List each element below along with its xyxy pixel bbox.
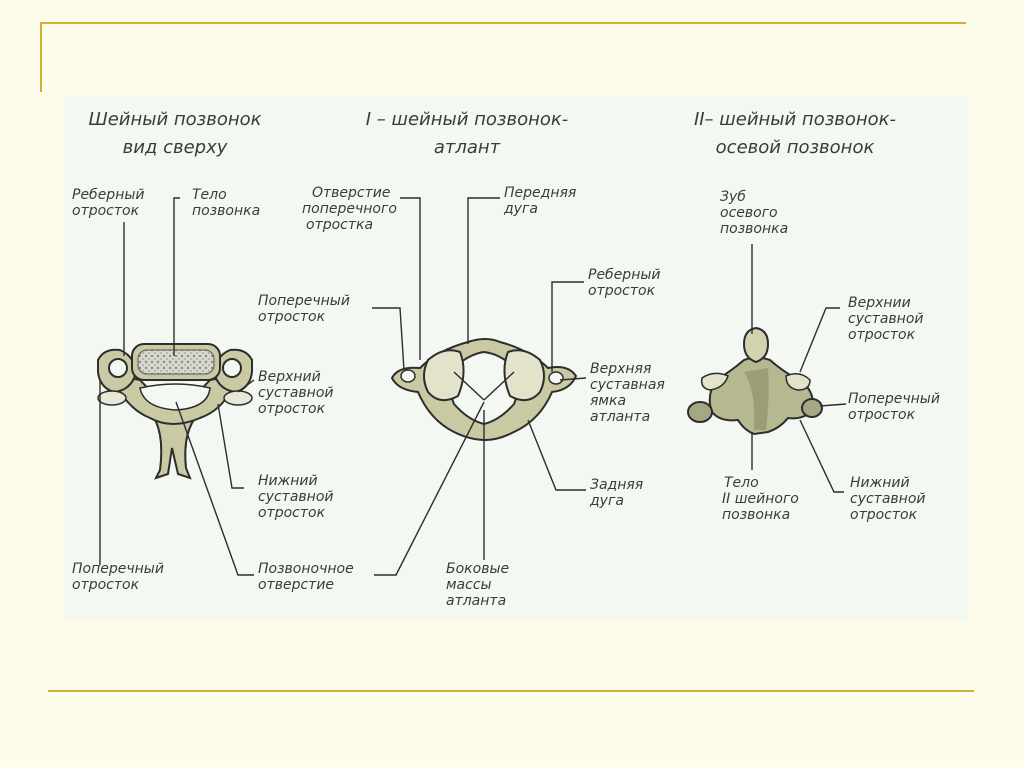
label-v1-costal-line2: отросток: [72, 203, 140, 219]
label-v2-ant-line2: дуга: [504, 201, 538, 217]
title-axis-line1: II– шейный позвонок-: [693, 109, 897, 130]
label-v1-sup-line3: отросток: [258, 401, 326, 417]
label-v2-tf-line1: Отверстие: [312, 185, 391, 201]
label-v2-tf-line3: отростка: [306, 217, 374, 233]
leader-lines-v3: [751, 244, 847, 493]
label-v3-body-line1: Тело: [724, 475, 759, 491]
label-v1-sup-line2: суставной: [258, 385, 334, 401]
label-v3-inf-line2: суставной: [850, 491, 926, 507]
label-v2-fossa-line2: суставная: [590, 377, 665, 393]
label-v2-fossa-line3: ямка: [590, 393, 627, 409]
label-v1-inf-line1: Нижний: [258, 473, 318, 489]
label-v3-body-line2: II шейного: [722, 491, 799, 507]
label-v3-sup-line3: отросток: [848, 327, 916, 343]
slide-rule-top: [40, 22, 966, 24]
label-v3-trans-line2: отросток: [848, 407, 916, 423]
title-atlas-line2: атлант: [433, 137, 501, 158]
title-cervical-top-line2: вид сверху: [122, 137, 228, 158]
label-v1-body-line2: позвонка: [192, 203, 261, 219]
label-v2-post-line2: дуга: [590, 493, 624, 509]
atlas-vertebra: [390, 338, 578, 442]
slide-rule-bottom: [48, 690, 974, 692]
label-v2-lat-line1: Боковые: [446, 561, 510, 577]
label-v1-foramen-line1: Позвоночное: [258, 561, 354, 577]
label-v1-costal-line1: Реберный: [72, 187, 145, 203]
label-v1-sup-line1: Верхний: [258, 369, 321, 385]
label-v2-costal-line2: отросток: [588, 283, 656, 299]
label-v1-trans-line1: Поперечный: [72, 561, 164, 577]
title-axis-line2: осевой позвонок: [715, 137, 875, 158]
label-v2-trans-line2: отросток: [258, 309, 326, 325]
label-v1-inf-line3: отросток: [258, 505, 326, 521]
label-v3-body-line3: позвонка: [722, 507, 791, 523]
label-v3-inf-line3: отросток: [850, 507, 918, 523]
label-v2-lat-line2: массы: [446, 577, 492, 593]
title-cervical-top-line1: Шейный позвонок: [88, 109, 262, 130]
label-v2-trans-line1: Поперечный: [258, 293, 350, 309]
label-v3-sup-line2: суставной: [848, 311, 924, 327]
label-v3-inf-line1: Нижний: [850, 475, 910, 491]
label-v2-fossa-line1: Верхняя: [590, 361, 652, 377]
label-v1-foramen-line2: отверстие: [258, 577, 335, 593]
leader-lines-v2: [372, 197, 587, 576]
label-v3-dens-line1: Зуб: [720, 189, 746, 205]
title-atlas-line1: I – шейный позвонок-: [365, 109, 569, 130]
label-v2-ant-line1: Передняя: [504, 185, 577, 201]
label-v1-body-line1: Тело: [192, 187, 227, 203]
axis-vertebra: [687, 326, 823, 436]
label-v2-costal-line1: Реберный: [588, 267, 661, 283]
label-v2-fossa-line4: атланта: [590, 409, 651, 425]
label-v2-post-line1: Задняя: [590, 477, 644, 493]
label-v3-dens-line2: осевого: [720, 205, 778, 221]
label-v3-sup-line1: Верхнии: [848, 295, 911, 311]
slide-rule-left: [40, 22, 42, 92]
label-v1-inf-line2: суставной: [258, 489, 334, 505]
label-v2-tf-line2: поперечного: [302, 201, 397, 217]
label-v1-trans-line2: отросток: [72, 577, 140, 593]
leader-lines-v1: [99, 197, 255, 576]
label-v3-trans-line1: Поперечный: [848, 391, 940, 407]
label-v2-lat-line3: атланта: [446, 593, 507, 609]
cervical-vertebra-top-view: [97, 343, 253, 480]
label-v3-dens-line3: позвонка: [720, 221, 789, 237]
